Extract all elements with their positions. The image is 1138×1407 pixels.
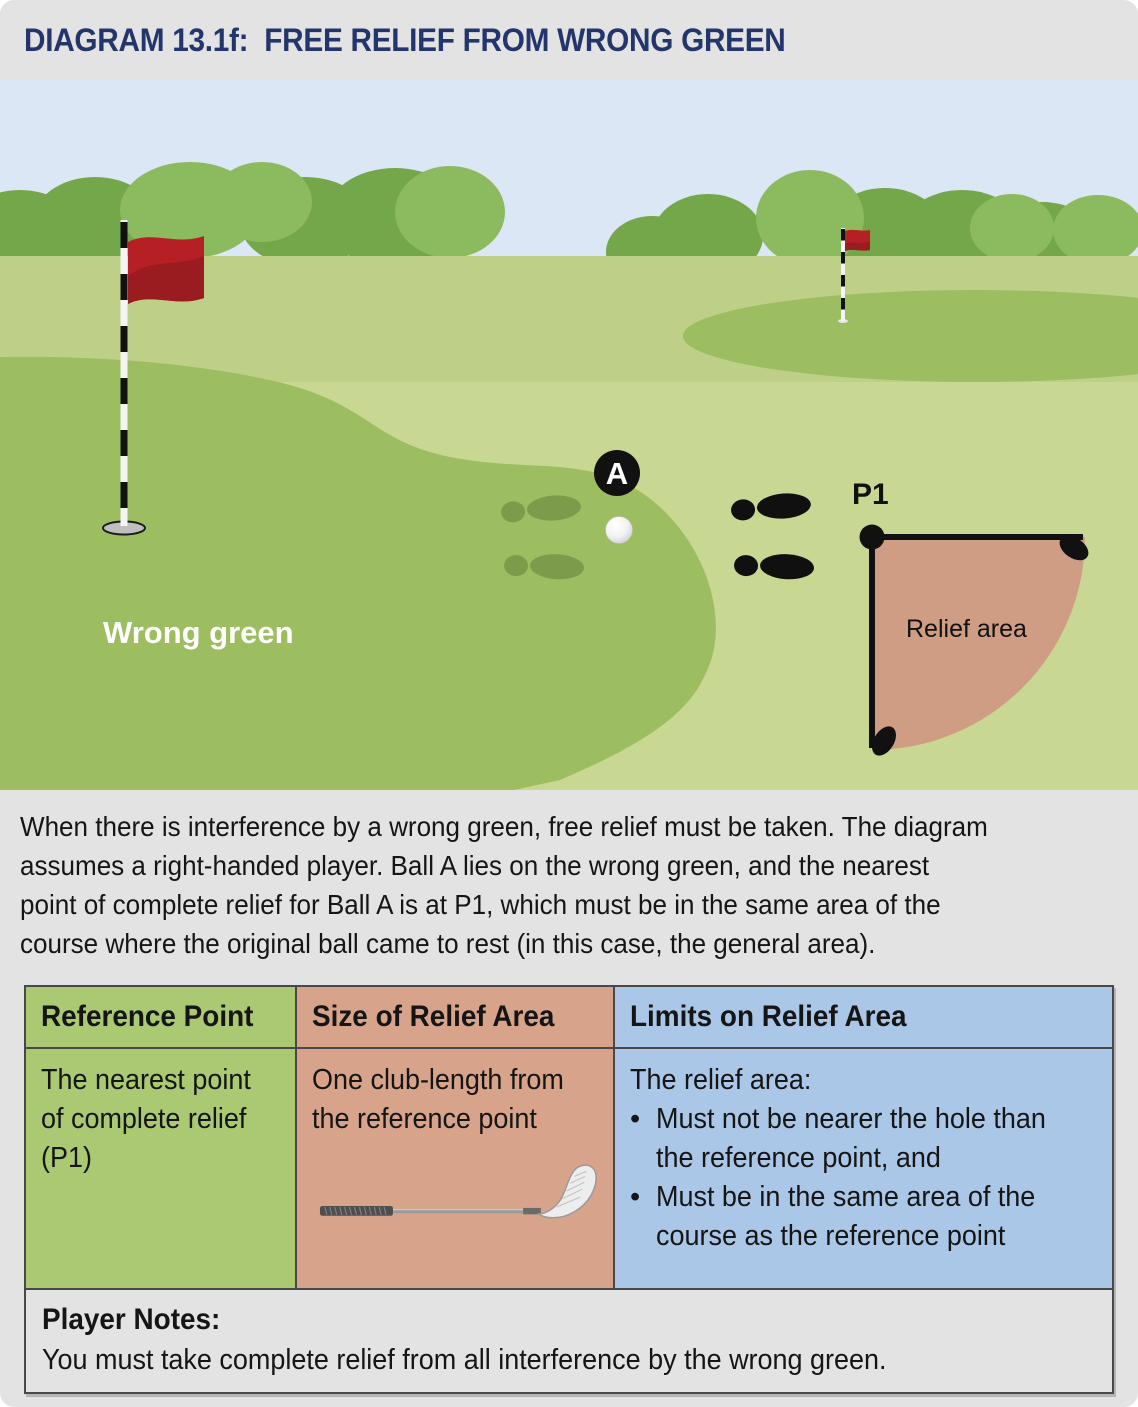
course-illustration: A P1 Wrong green Relief area	[0, 80, 1138, 790]
p1-label: P1	[852, 478, 889, 511]
description-line: point of complete relief for Ball A is a…	[20, 889, 941, 920]
player-notes: Player Notes: You must take complete rel…	[26, 1290, 1112, 1392]
relief-area-label: Relief area	[906, 615, 1027, 643]
rules-table: Reference Point Size of Relief Area Limi…	[24, 985, 1114, 1394]
description-line: assumes a right-handed player. Ball A li…	[20, 850, 930, 881]
cell-reference-point: The nearest point of complete relief (P1…	[26, 1049, 297, 1288]
header-size-of-relief-area: Size of Relief Area	[297, 987, 615, 1047]
header-reference-point: Reference Point	[26, 987, 297, 1047]
limit-bullet: • Must not be nearer the hole than the r…	[630, 1100, 1097, 1178]
wrong-green	[0, 356, 716, 790]
ball-a-label: A	[606, 456, 628, 491]
limit-bullet: • Must be in the same area of the course…	[630, 1178, 1097, 1256]
description: When there is interference by a wrong gr…	[0, 790, 1138, 985]
description-line: course where the original ball came to r…	[20, 928, 876, 959]
bullet-icon: •	[630, 1103, 641, 1135]
golf-ball	[605, 516, 633, 544]
ball-a-badge: A	[594, 450, 640, 496]
header-limits-on-relief-area: Limits on Relief Area	[615, 987, 1112, 1047]
clubhead-marker-icon	[872, 726, 896, 756]
wrong-green-flagstick-icon	[102, 220, 204, 536]
page-title: DIAGRAM 13.1f: FREE RELIEF FROM WRONG GR…	[24, 21, 786, 58]
player-notes-text: You must take complete relief from all i…	[42, 1344, 887, 1376]
distant-flagstick-icon	[838, 228, 870, 323]
clubhead-marker-icon	[1059, 535, 1089, 561]
golf-club-icon	[318, 1163, 598, 1241]
bullet-icon: •	[630, 1181, 641, 1213]
cell-limits-on-relief-area: The relief area: • Must not be nearer th…	[615, 1049, 1112, 1288]
rules-table-header-row: Reference Point Size of Relief Area Limi…	[26, 987, 1112, 1047]
relief-area	[859, 524, 1089, 756]
rules-table-body-row: The nearest point of complete relief (P1…	[26, 1047, 1112, 1290]
distant-green	[683, 290, 1138, 382]
wrong-green-label: Wrong green	[103, 615, 294, 650]
footprints-on-green-icon	[501, 495, 585, 580]
description-line: When there is interference by a wrong gr…	[20, 811, 988, 842]
player-notes-label: Player Notes:	[42, 1303, 221, 1336]
footprints-stance-icon	[731, 493, 815, 580]
p1-reference-dot	[859, 524, 885, 550]
title-bar: DIAGRAM 13.1f: FREE RELIEF FROM WRONG GR…	[0, 0, 1138, 80]
cell-size-of-relief-area: One club-length from the reference point	[297, 1049, 615, 1288]
